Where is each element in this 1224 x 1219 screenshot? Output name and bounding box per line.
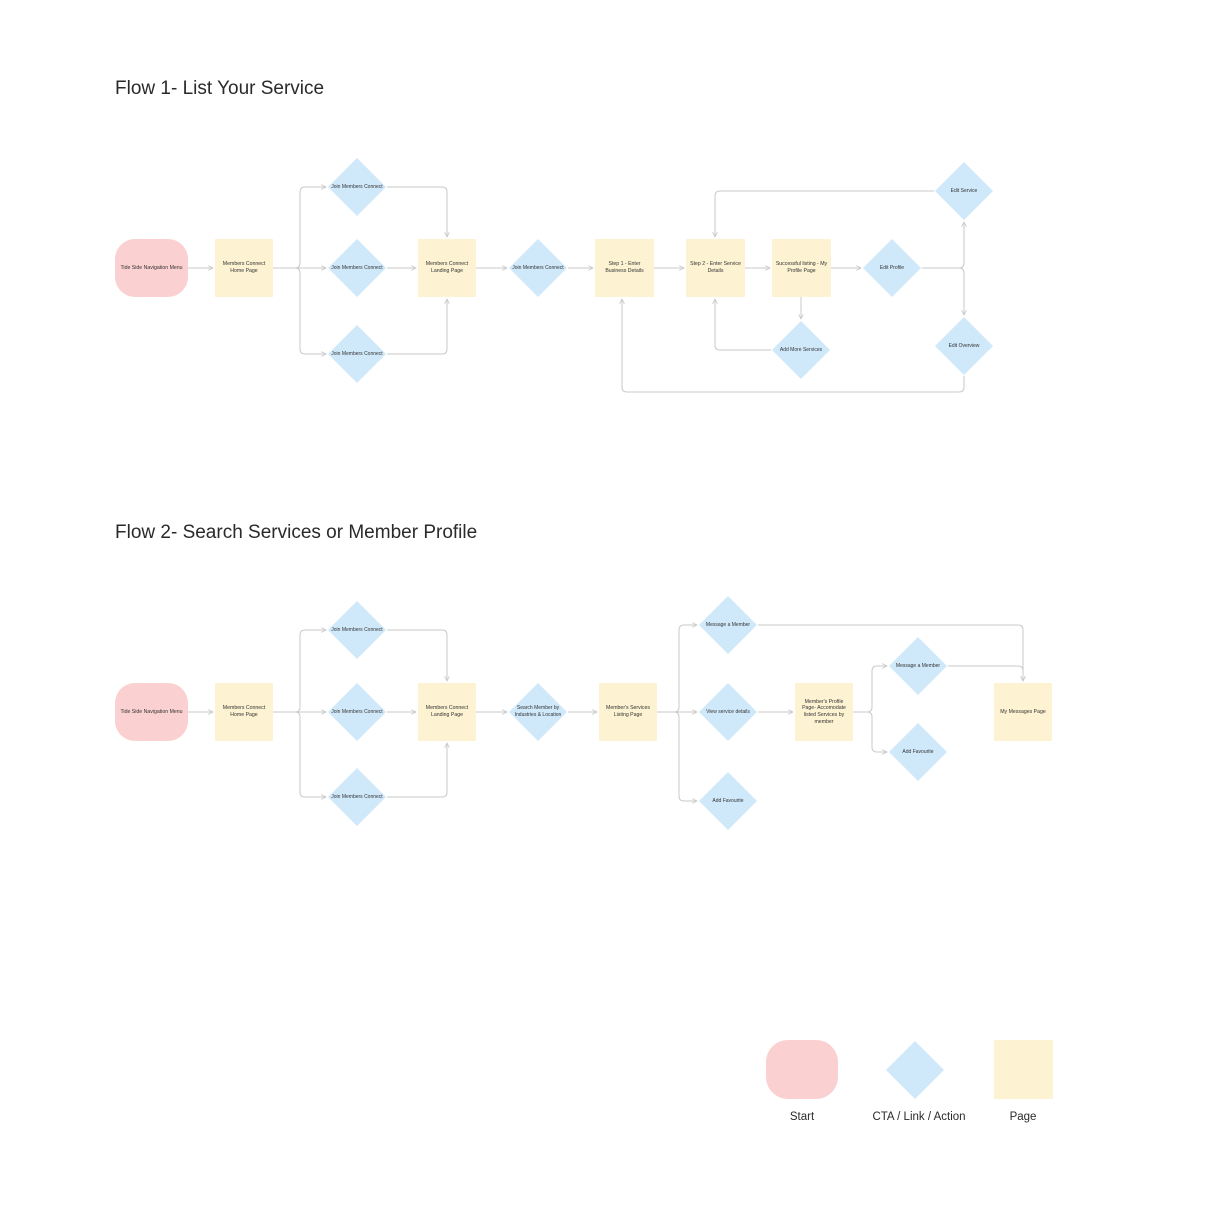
legend-page-swatch — [994, 1040, 1053, 1099]
flow1-success-page-label: Successful listing - My Profile Page — [775, 261, 828, 274]
flow1-join-mid-label: Join Members Connect — [331, 264, 383, 271]
flow1-join-top-action[interactable]: Join Members Connect — [327, 157, 387, 217]
connector-line — [922, 222, 964, 269]
flow2-search-label: Search Member by Industries & Location — [514, 705, 562, 718]
connector-line — [758, 624, 1023, 681]
flow2-messages-page-label: My Messages Page — [1000, 708, 1046, 715]
flow2-message-right-label: Message a Member — [895, 662, 941, 669]
flow2-search-action[interactable]: Search Member by Industries & Location — [508, 682, 568, 742]
connector-line — [673, 711, 697, 801]
flow2-add-fav-bottom-action[interactable]: Add Favourite — [698, 771, 758, 831]
flow2-add-fav-bottom-label: Add Favourite — [712, 797, 744, 804]
flow2-message-top-action[interactable]: Message a Member — [698, 595, 758, 655]
connector-line — [715, 190, 934, 237]
flow1-home-page-node[interactable]: Members Connect Home Page — [215, 239, 273, 297]
connector-line — [294, 630, 326, 713]
flow1-edit-service-label: Edit Service — [950, 187, 978, 194]
flow1-join-mid-action[interactable]: Join Members Connect — [327, 238, 387, 298]
flow1-add-more-action[interactable]: Add More Services — [771, 320, 831, 380]
flow1-success-page-node[interactable]: Successful listing - My Profile Page — [772, 239, 831, 297]
flow2-join-mid-action[interactable]: Join Members Connect — [327, 682, 387, 742]
flow2-profile-page-label: Member's Profile Page- Accomodate listed… — [802, 698, 846, 725]
connector-line — [387, 743, 447, 798]
flow2-view-details-action[interactable]: View service details — [698, 682, 758, 742]
legend-start-label: Start — [789, 1111, 815, 1123]
flow2-start-node[interactable]: Tide Side Navigation Menu — [115, 683, 188, 741]
flow2-add-fav-right-label: Add Favourite — [902, 748, 934, 755]
legend-page-label: Page — [1009, 1111, 1037, 1123]
flow2-title: Flow 2- Search Services or Member Profil… — [115, 522, 478, 543]
flow1-landing-page-node[interactable]: Members Connect Landing Page — [418, 239, 476, 297]
connector-line — [866, 666, 887, 713]
flow2-join-bottom-label: Join Members Connect — [331, 793, 383, 800]
connector-line — [866, 711, 887, 752]
legend-start-swatch — [766, 1040, 838, 1099]
flow2-join-bottom-action[interactable]: Join Members Connect — [327, 767, 387, 827]
connector-line — [673, 625, 697, 713]
connector-line — [294, 267, 326, 354]
flow1-join-bottom-action[interactable]: Join Members Connect — [327, 324, 387, 384]
flow1-step1-page-label: Step 1 - Enter Business Details — [605, 261, 644, 274]
connector-line — [958, 267, 964, 315]
flow1-join-bottom-label: Join Members Connect — [331, 350, 383, 357]
flow1-join-cta-action[interactable]: Join Members Connect — [508, 238, 568, 298]
flow2-join-top-label: Join Members Connect — [331, 626, 383, 633]
flow1-step1-page-node[interactable]: Step 1 - Enter Business Details — [595, 239, 654, 297]
flow2-message-right-action[interactable]: Message a Member — [888, 636, 948, 696]
flow2-start-label: Tide Side Navigation Menu — [120, 708, 183, 715]
connector-line — [294, 711, 326, 797]
flow1-step2-page-node[interactable]: Step 2 - Enter Service Details — [686, 239, 745, 297]
connector-line — [294, 187, 326, 269]
flow1-edit-overview-label: Edit Overview — [948, 342, 980, 349]
legend-action-label: CTA / Link / Action — [872, 1111, 966, 1123]
connector-lines — [188, 187, 1023, 801]
flow2-add-fav-right-action[interactable]: Add Favourite — [888, 722, 948, 782]
connector-line — [715, 299, 771, 351]
flow2-join-mid-label: Join Members Connect — [331, 708, 383, 715]
flow1-edit-service-action[interactable]: Edit Service — [934, 161, 994, 221]
flow1-step2-page-label: Step 2 - Enter Service Details — [690, 261, 741, 274]
flow2-landing-page-label: Members Connect Landing Page — [425, 705, 469, 718]
flow1-edit-profile-action[interactable]: Edit Profile — [862, 238, 922, 298]
connector-line — [948, 665, 1023, 681]
connector-line — [387, 629, 447, 681]
action-diamond-shape — [886, 1041, 944, 1099]
flow2-landing-page-node[interactable]: Members Connect Landing Page — [418, 683, 476, 741]
flow1-home-page-label: Members Connect Home Page — [222, 261, 266, 274]
flow1-edit-overview-action[interactable]: Edit Overview — [934, 316, 994, 376]
flow1-start-label: Tide Side Navigation Menu — [120, 264, 183, 271]
connector-line — [387, 299, 447, 355]
connector-line — [387, 186, 447, 237]
flow2-message-top-label: Message a Member — [705, 621, 751, 628]
flow1-edit-profile-label: Edit Profile — [879, 264, 905, 271]
flow1-title: Flow 1- List Your Service — [115, 78, 325, 99]
connector-line — [622, 299, 965, 393]
flow2-view-details-label: View service details — [706, 708, 750, 715]
flow2-messages-page-node[interactable]: My Messages Page — [994, 683, 1052, 741]
flow2-listing-page-label: Member's Services Listing Page — [606, 705, 650, 718]
flow1-landing-page-label: Members Connect Landing Page — [425, 261, 469, 274]
flow1-start-node[interactable]: Tide Side Navigation Menu — [115, 239, 188, 297]
flow2-listing-page-node[interactable]: Member's Services Listing Page — [599, 683, 657, 741]
flow2-join-top-action[interactable]: Join Members Connect — [327, 600, 387, 660]
flow2-home-page-label: Members Connect Home Page — [222, 705, 266, 718]
flow1-join-top-label: Join Members Connect — [331, 183, 383, 190]
flow1-join-cta-label: Join Members Connect — [512, 264, 564, 271]
flow1-add-more-label: Add More Services — [779, 346, 823, 353]
flow2-profile-page-node[interactable]: Member's Profile Page- Accomodate listed… — [795, 683, 853, 741]
legend-action-swatch — [885, 1040, 945, 1100]
flow2-home-page-node[interactable]: Members Connect Home Page — [215, 683, 273, 741]
